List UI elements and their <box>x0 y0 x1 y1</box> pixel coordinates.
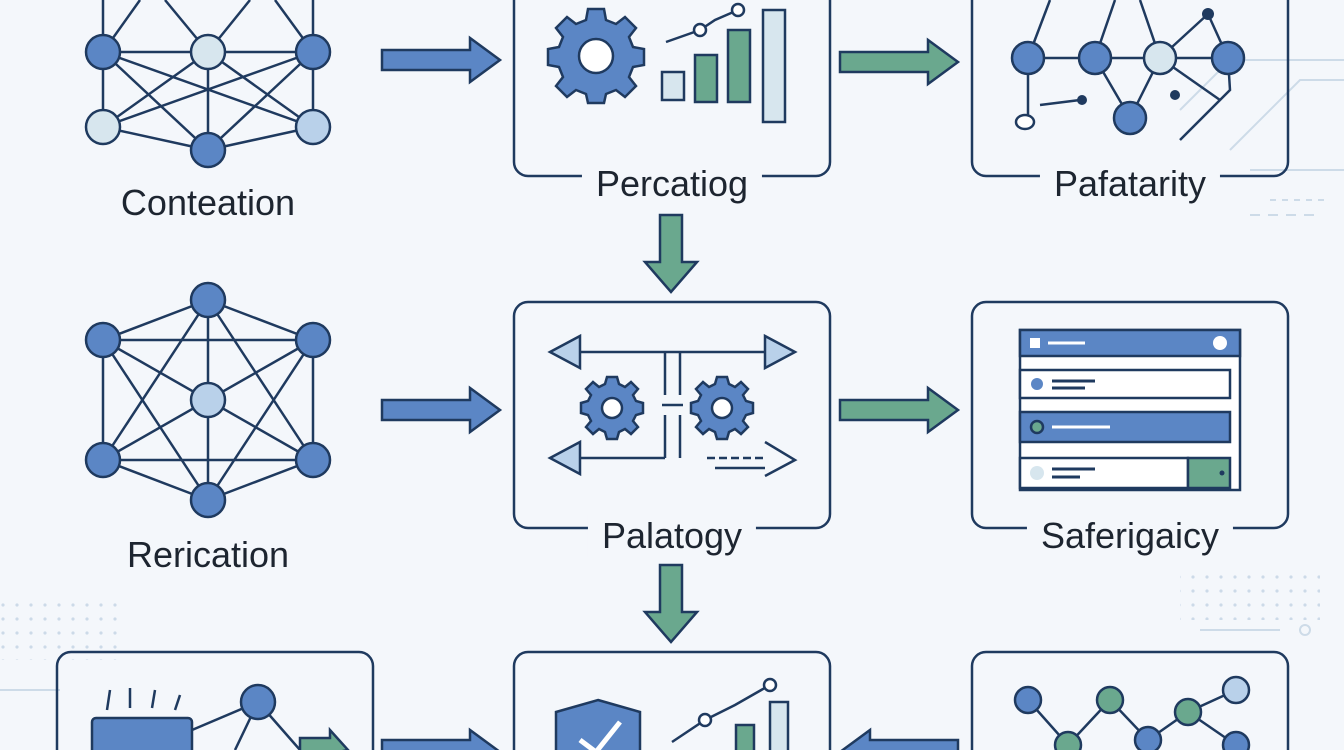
palatogy-box <box>512 300 832 530</box>
pafatarity-box <box>970 0 1290 178</box>
bottom-right-network-icon <box>1013 675 1251 750</box>
arrow-left-1 <box>840 727 960 750</box>
pafatarity-network-icon <box>1010 0 1246 141</box>
conteation-network-icon <box>84 0 332 169</box>
palatogy-label: Palatogy <box>587 515 757 557</box>
arrow-down-1 <box>642 213 700 294</box>
bar-chart-icon <box>660 2 787 124</box>
shield-chart-icon <box>554 677 790 750</box>
arrow-right-2 <box>380 385 503 435</box>
window-ui-icon <box>1018 328 1242 492</box>
arrow-right-1 <box>380 35 503 85</box>
bottom-left-box <box>55 650 375 750</box>
gear-icon <box>546 7 646 105</box>
saferigaicy-label: Saferigaicy <box>1026 515 1234 557</box>
arrow-right-4 <box>838 385 961 435</box>
arrow-right-6 <box>380 727 500 750</box>
arrow-right-5 <box>298 726 350 750</box>
pafatarity-label: Pafatarity <box>1039 163 1221 205</box>
bottom-center-box <box>512 650 832 750</box>
rerication-label: Rerication <box>126 534 290 575</box>
arrow-down-2 <box>642 563 700 644</box>
bottom-right-box <box>970 650 1290 750</box>
gear-icon-left <box>579 375 645 441</box>
percatiog-label: Percatiog <box>581 163 763 205</box>
palatogy-flow-icon <box>547 333 798 478</box>
gear-icon-right <box>689 375 755 441</box>
rerication-network-icon <box>84 281 332 519</box>
megaphone-network-icon <box>90 683 301 750</box>
conteation-label: Conteation <box>120 182 296 223</box>
background-decoration <box>0 59 1344 691</box>
arrow-right-3 <box>838 37 961 87</box>
